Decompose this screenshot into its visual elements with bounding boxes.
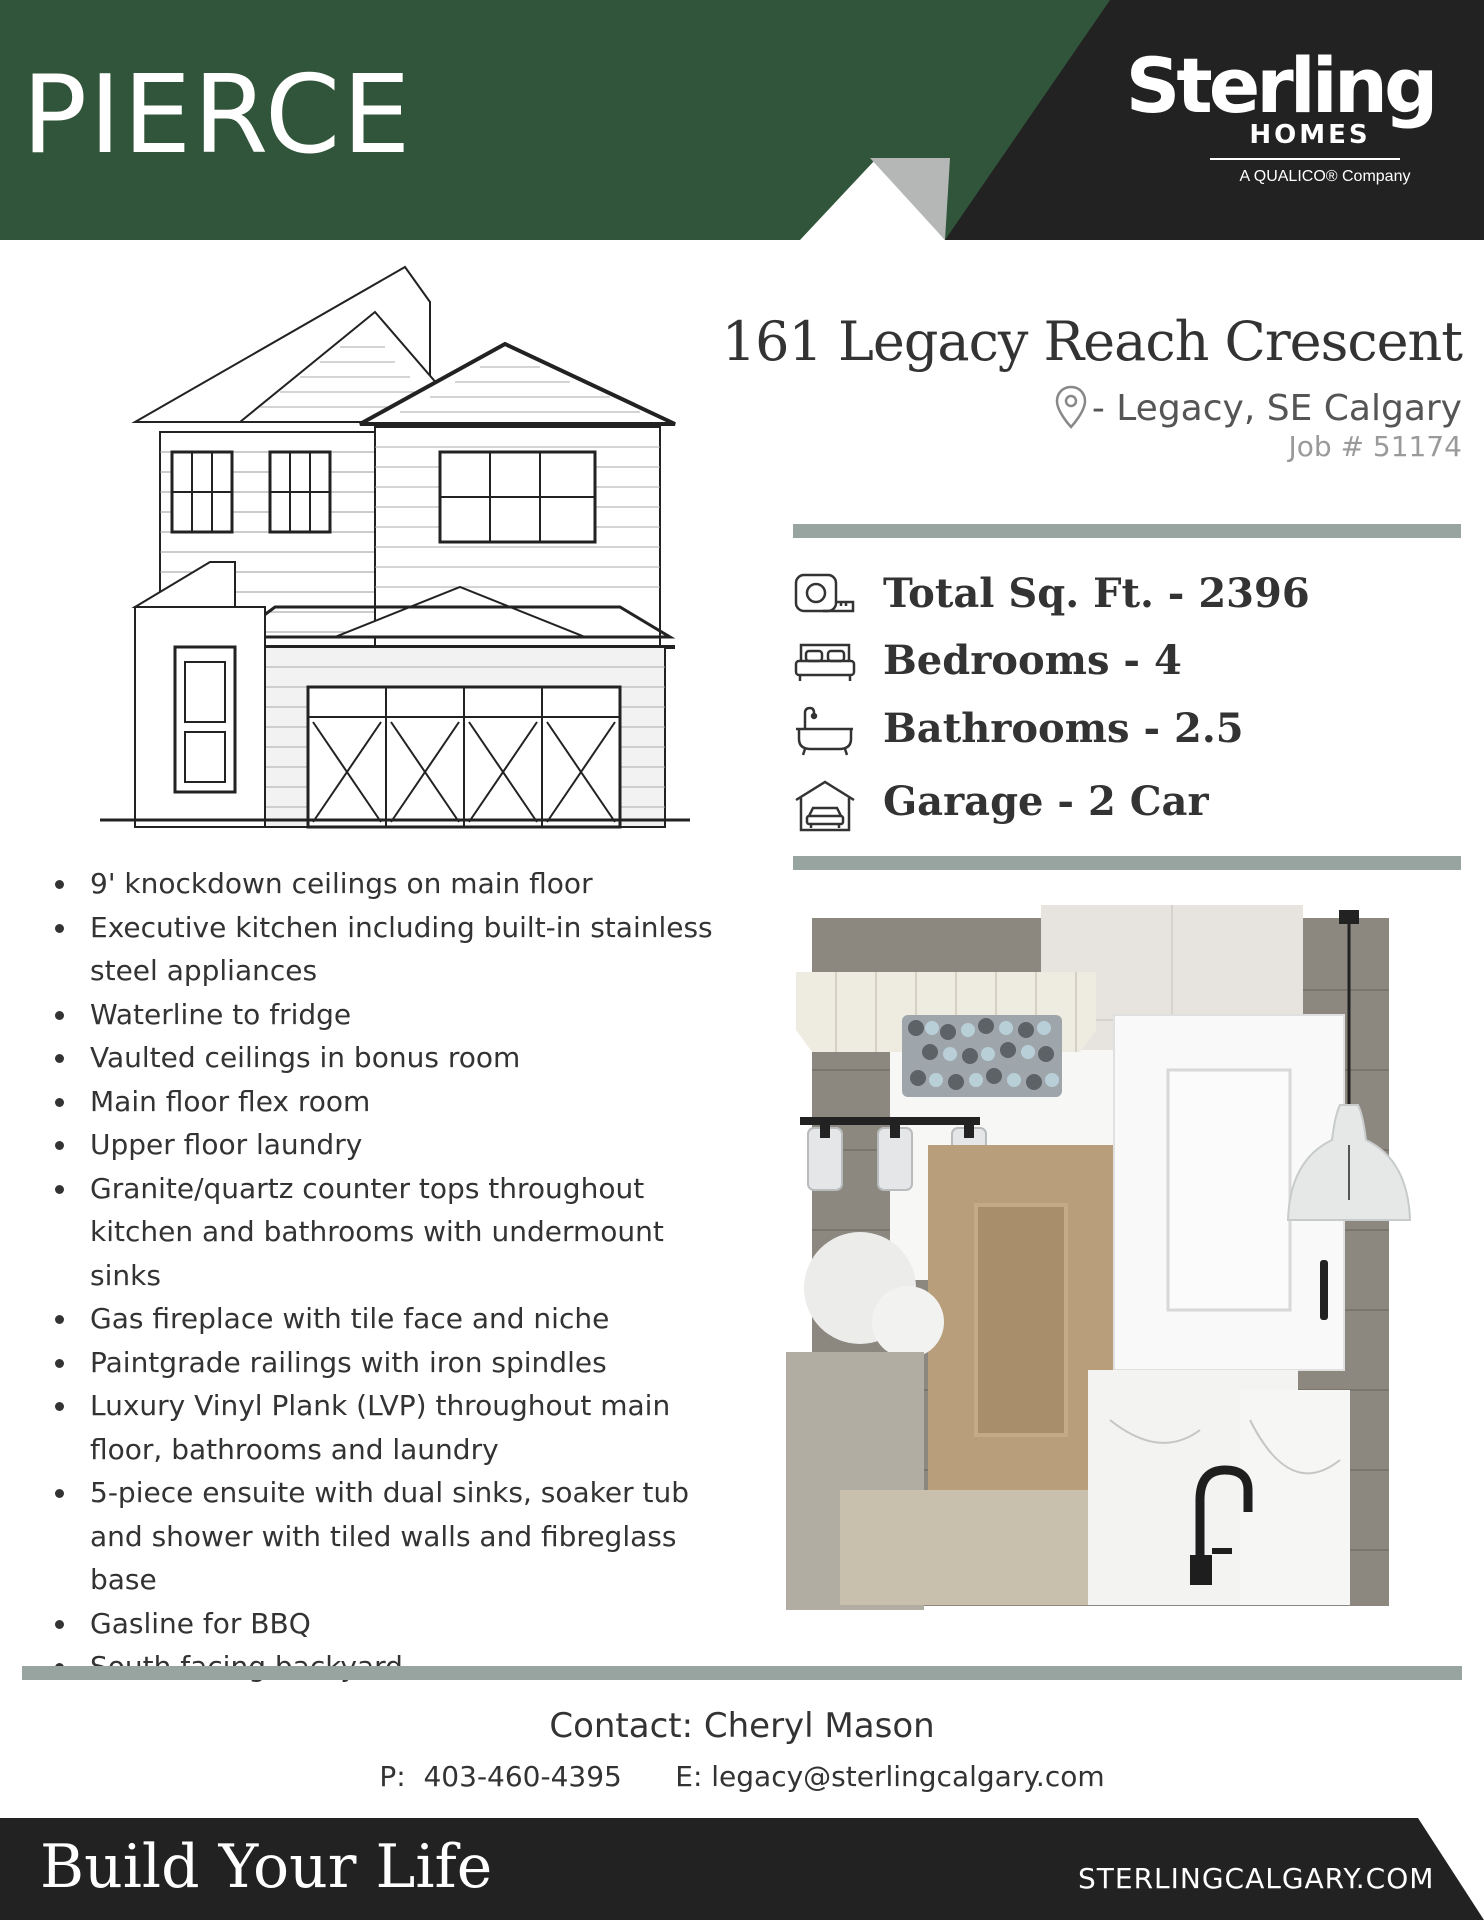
contact-name: Contact: Cheryl Mason	[549, 1706, 935, 1746]
logo-homes: HOMES	[1249, 120, 1371, 150]
feature-item: Gas fireplace with tile face and niche	[50, 1297, 730, 1341]
feature-item: Upper floor laundry	[50, 1123, 730, 1167]
logo-company: A QUALICO® Company	[1239, 168, 1411, 185]
job-number: Job # 51174	[1288, 430, 1463, 463]
contact-phone-email[interactable]: P: 403-460-4395 E: legacy@sterlingcalgar…	[379, 1760, 1105, 1793]
features-list: 9' knockdown ceilings on main floor Exec…	[50, 862, 730, 1689]
feature-item: Executive kitchen including built-in sta…	[50, 906, 730, 993]
header-banner	[0, 0, 1484, 240]
feature-item: Granite/quartz counter tops throughout k…	[50, 1167, 730, 1298]
tape-measure-icon	[794, 573, 855, 613]
feature-item: Luxury Vinyl Plank (LVP) throughout main…	[50, 1384, 730, 1471]
location-text: - Legacy, SE Calgary	[1091, 388, 1462, 429]
logo-wordmark: Sterling	[1125, 41, 1439, 130]
bathtub-icon	[796, 706, 853, 756]
feature-item: Paintgrade railings with iron spindles	[50, 1341, 730, 1385]
feature-item: Main floor flex room	[50, 1080, 730, 1124]
listing-location: - Legacy, SE Calgary	[1054, 384, 1462, 430]
garage-icon	[795, 780, 855, 832]
sterling-logo[interactable]: Sterling HOMES A QUALICO® Company	[1100, 48, 1460, 208]
spec-sqft-label: Total Sq. Ft. - 2396	[883, 570, 1310, 617]
spec-sqft: Total Sq. Ft. - 2396	[793, 566, 1453, 626]
feature-item: Gasline for BBQ	[50, 1602, 730, 1646]
spec-bathrooms-label: Bathrooms - 2.5	[883, 705, 1244, 752]
divider-top	[793, 524, 1461, 538]
bed-icon	[794, 643, 856, 681]
spec-bedrooms-label: Bedrooms - 4	[883, 637, 1182, 684]
divider-bottom	[22, 1666, 1462, 1680]
map-pin-icon	[1055, 385, 1087, 429]
feature-item: 9' knockdown ceilings on main floor	[50, 862, 730, 906]
model-name: PIERCE	[22, 53, 413, 178]
feature-item: 5-piece ensuite with dual sinks, soaker …	[50, 1471, 730, 1602]
spec-garage-label: Garage - 2 Car	[883, 778, 1209, 825]
footer-banner	[0, 1818, 1484, 1920]
spec-bedrooms: Bedrooms - 4	[793, 633, 1453, 693]
divider-mid	[793, 856, 1461, 870]
listing-address: 161 Legacy Reach Crescent	[721, 310, 1463, 373]
footer-website-link[interactable]: STERLINGCALGARY.COM	[1078, 1862, 1435, 1895]
page-header: PIERCE Sterling HOMES A QUALICO® Company	[0, 0, 1484, 240]
feature-item: Waterline to fridge	[50, 993, 730, 1037]
finishes-moodboard	[786, 905, 1412, 1610]
house-elevation-drawing	[100, 265, 690, 829]
spec-garage: Garage - 2 Car	[793, 774, 1453, 834]
feature-item: Vaulted ceilings in bonus room	[50, 1036, 730, 1080]
footer-tagline: Build Your Life	[40, 1832, 493, 1902]
spec-bathrooms: Bathrooms - 2.5	[793, 701, 1453, 761]
logo-divider	[1210, 158, 1400, 160]
